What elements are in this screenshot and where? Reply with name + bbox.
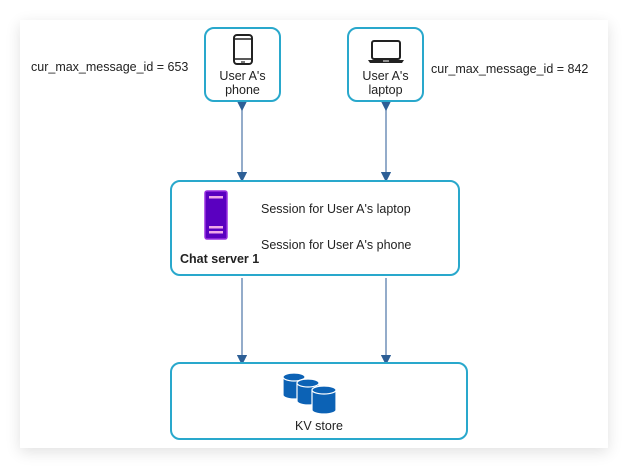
database-icon (282, 372, 337, 415)
laptop-label-line2: laptop (368, 83, 403, 97)
phone-label-line1: User A's (219, 69, 266, 83)
phone-cur-max-message-id: cur_max_message_id = 653 (31, 60, 189, 74)
laptop-icon (368, 40, 404, 63)
laptop-node: User A's laptop (347, 27, 424, 102)
laptop-label-line1: User A's (362, 69, 409, 83)
laptop-cur-max-message-id: cur_max_message_id = 842 (431, 62, 589, 76)
kv-store-label: KV store (295, 419, 343, 433)
server-icon (204, 190, 228, 240)
phone-label-line2: phone (225, 83, 260, 97)
chat-server-node: Chat server 1 Session for User A's lapto… (170, 180, 460, 276)
session-laptop: Session for User A's laptop (261, 202, 411, 216)
phone-icon (233, 34, 253, 65)
kv-store-node: KV store (170, 362, 468, 440)
session-phone: Session for User A's phone (261, 238, 412, 252)
chat-server-name: Chat server 1 (180, 252, 260, 266)
phone-node: User A's phone (204, 27, 281, 102)
